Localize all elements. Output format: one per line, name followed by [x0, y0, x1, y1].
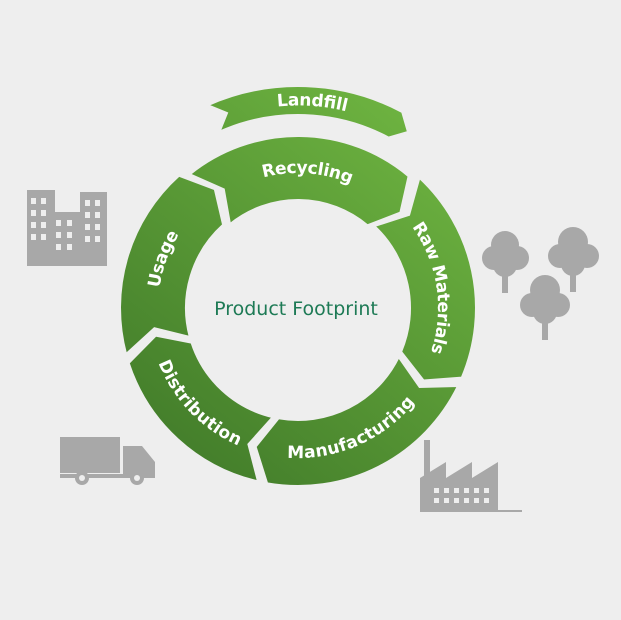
center-title: Product Footprint: [214, 298, 378, 320]
stage-manufacturing-arrow: [254, 355, 460, 487]
stage-distribution-arrow: [127, 334, 275, 483]
factory-icon: [420, 440, 522, 512]
stage-raw-materials: Raw Materials: [372, 175, 477, 382]
stage-usage: Usage: [119, 174, 225, 356]
stage-recycling-arrow: [187, 134, 410, 227]
stage-landfill: Landfill: [205, 85, 410, 139]
truck-icon: [60, 437, 155, 485]
buildings-icon: [27, 190, 107, 266]
stage-landfill-arrow: [205, 85, 410, 139]
trees-icon: [482, 227, 599, 340]
stage-usage-arrow: [119, 174, 225, 356]
stage-recycling: Recycling: [187, 134, 410, 227]
stage-manufacturing: Manufacturing: [254, 355, 460, 487]
stage-raw-materials-arrow: [372, 175, 477, 382]
